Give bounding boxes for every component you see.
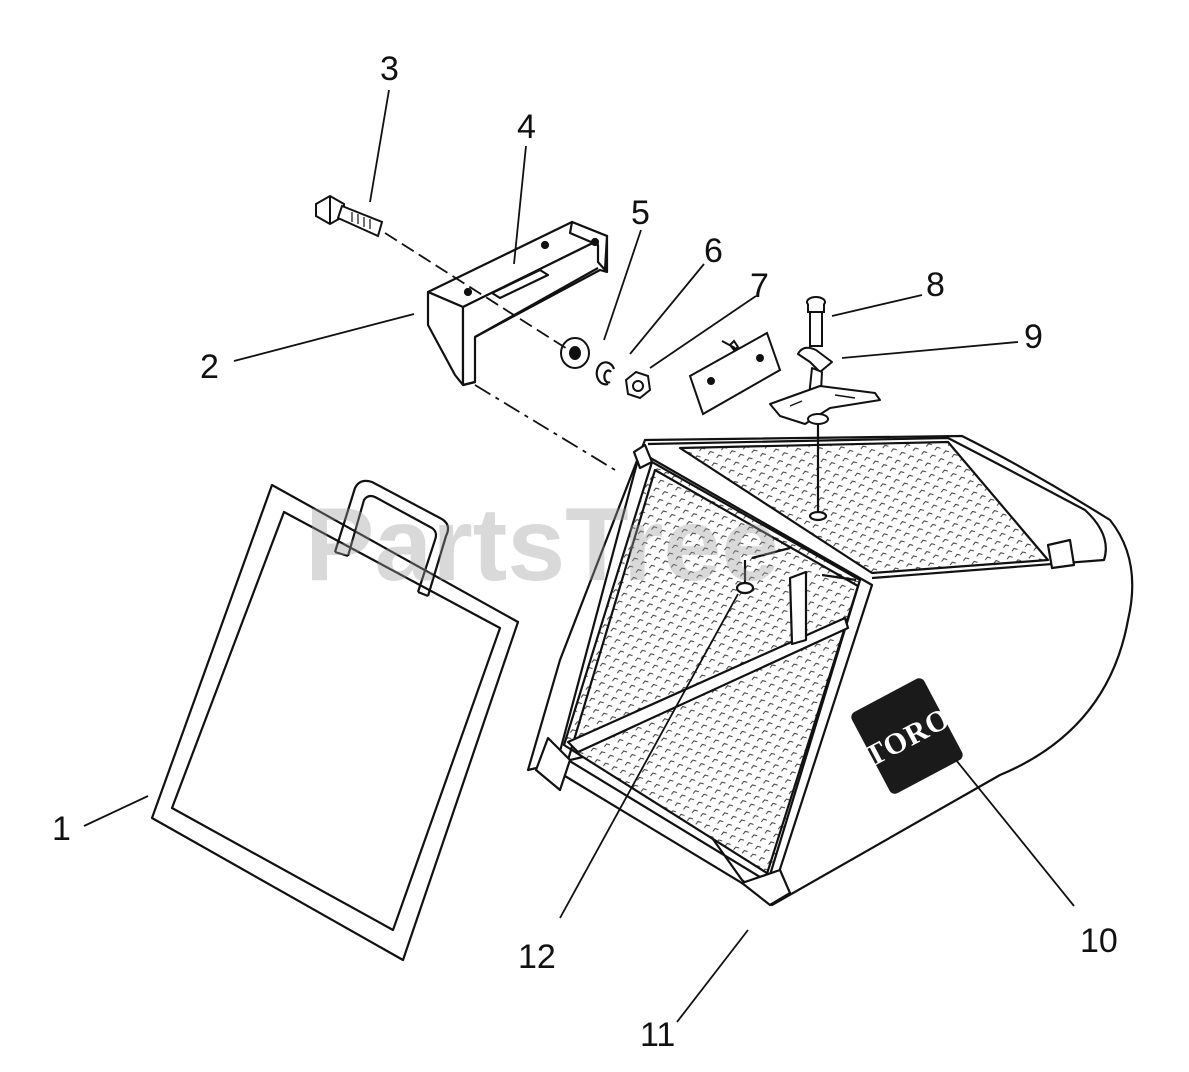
part-7-plate[interactable]	[688, 331, 782, 416]
leader-11	[676, 929, 749, 1023]
leader-5	[603, 229, 642, 341]
callout-3: 3	[380, 50, 399, 88]
part-10-grass-bag[interactable]	[526, 424, 1134, 907]
leader-12	[559, 593, 739, 919]
leader-lines	[83, 89, 1075, 1023]
callout-labels: 1 2 3 4 5 6 7 8 9 10 11 12	[52, 50, 1118, 1054]
callout-5: 5	[631, 194, 650, 232]
leader-7	[649, 295, 757, 369]
callout-10: 10	[1080, 922, 1118, 960]
watermark: PartsTree	[305, 487, 779, 603]
leader-2	[233, 313, 415, 362]
leader-6	[629, 263, 705, 355]
callout-6: 6	[704, 232, 723, 270]
leader-3	[369, 89, 390, 203]
callout-8: 8	[926, 266, 945, 304]
part-3-bolt[interactable]	[315, 194, 384, 238]
leader-1	[83, 795, 149, 827]
leader-9	[841, 341, 1019, 359]
part-4-washer[interactable]	[560, 337, 590, 369]
part-8-bolt[interactable]	[806, 296, 826, 347]
callout-9: 9	[1024, 318, 1043, 356]
callout-2: 2	[200, 348, 219, 386]
callout-1: 1	[52, 810, 71, 848]
leader-4	[513, 145, 527, 265]
leader-8	[831, 294, 923, 317]
part-2-bracket[interactable]	[426, 220, 609, 387]
callout-11: 11	[640, 1016, 675, 1054]
callout-4: 4	[517, 108, 536, 146]
part-9-latch[interactable]	[769, 346, 881, 425]
leader-10	[955, 759, 1075, 907]
callout-7: 7	[750, 267, 769, 305]
part-6-nut[interactable]	[624, 370, 652, 400]
callout-12: 12	[518, 938, 556, 976]
part-1-side-frame[interactable]	[150, 479, 520, 962]
part-5-lock-washer[interactable]	[595, 361, 616, 386]
brand-logo: TORO	[851, 678, 963, 794]
